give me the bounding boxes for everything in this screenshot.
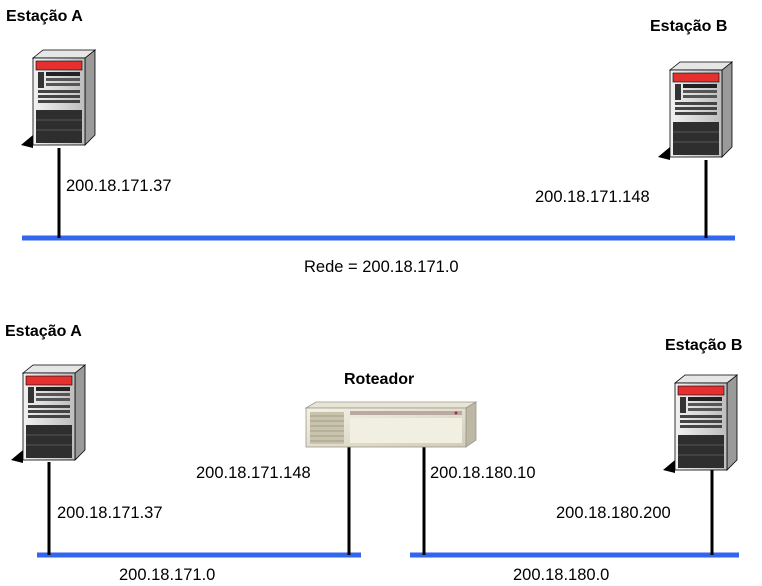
bottom-station-b-title: Estação B [665, 337, 743, 354]
bottom-station-a-ip: 200.18.171.37 [57, 504, 163, 522]
router-right-ip: 200.18.180.10 [430, 464, 536, 482]
top-station-a-ip: 200.18.171.37 [66, 177, 172, 195]
bottom-station-b-ip: 200.18.180.200 [556, 504, 671, 522]
server-tower-icon [20, 49, 96, 149]
server-tower-icon [662, 374, 738, 474]
router-title: Roteador [344, 371, 415, 388]
router-icon [304, 401, 478, 448]
bottom-network-left-label: 200.18.171.0 [119, 566, 216, 584]
bottom-station-a-title: Estação A [5, 323, 82, 340]
top-network-label: Rede = 200.18.171.0 [304, 258, 459, 276]
server-tower-icon [10, 364, 86, 464]
bottom-network-right-label: 200.18.180.0 [513, 566, 610, 584]
server-tower-icon [657, 61, 733, 161]
top-station-b-ip: 200.18.171.148 [535, 188, 650, 206]
router-left-ip: 200.18.171.148 [196, 464, 311, 482]
top-station-b-title: Estação B [650, 18, 728, 35]
top-station-a-title: Estação A [6, 8, 83, 25]
